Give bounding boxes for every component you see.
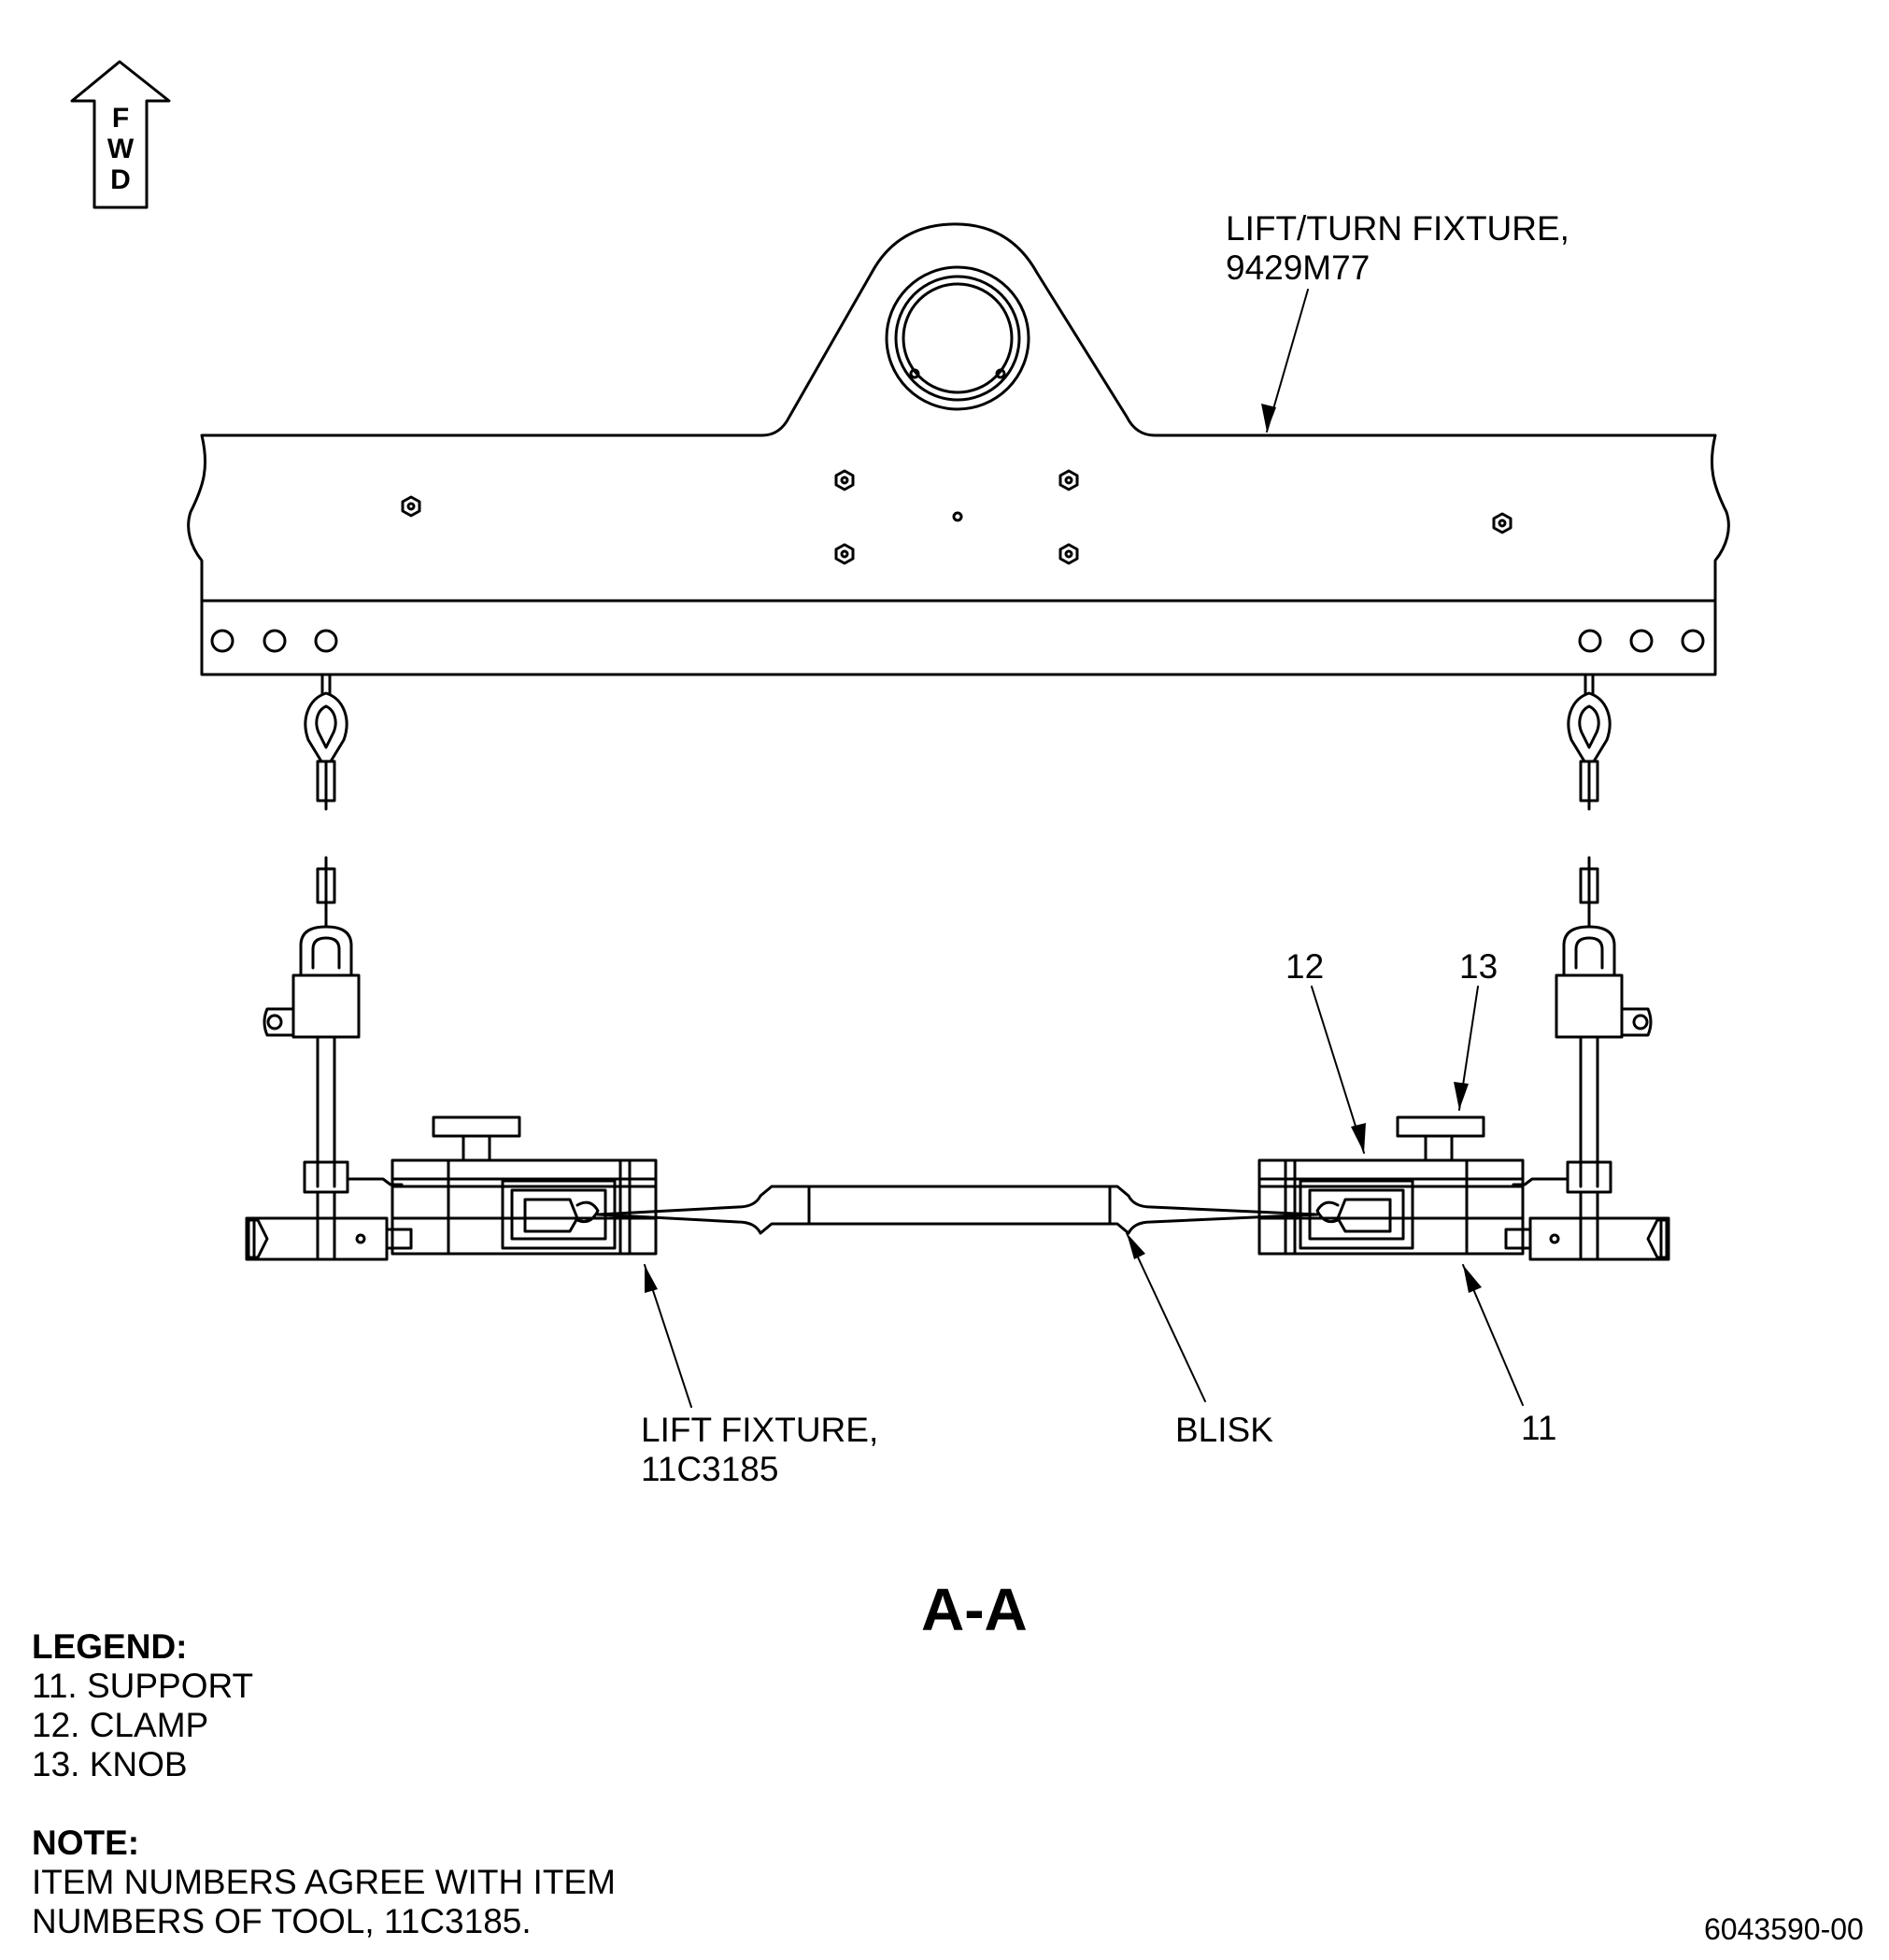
- left-sling-assembly: [245, 856, 413, 1261]
- note: NOTE: ITEM NUMBERS AGREE WITH ITEM NUMBE…: [32, 1824, 616, 1941]
- blisk-part: [596, 1185, 1319, 1235]
- lift-turn-fixture-line1: LIFT/TURN FIXTURE,: [1226, 209, 1569, 248]
- legend-item-12: 12. CLAMP: [32, 1706, 209, 1744]
- legend-item-11: 11. SUPPORT: [32, 1667, 254, 1705]
- legend-heading: LEGEND:: [32, 1627, 188, 1666]
- legend: LEGEND: 11. SUPPORT 12. CLAMP 13. KNOB: [32, 1627, 253, 1784]
- fwd-arrow-icon: [70, 60, 171, 209]
- blisk-label: BLISK: [1175, 1411, 1273, 1449]
- right-sling-assembly: [1504, 856, 1670, 1261]
- lift-fixture-line1: LIFT FIXTURE,: [641, 1411, 879, 1449]
- drawing-number: 6043590-00: [1704, 1912, 1864, 1946]
- lift-turn-fixture-line2: 9429M77: [1226, 249, 1371, 287]
- lift-fixture-line2: 11C3185: [641, 1450, 779, 1488]
- legend-item-13: 13. KNOB: [32, 1745, 188, 1783]
- item-13-callout: 13: [1459, 947, 1498, 986]
- right-lift-fixture-support: [1257, 1115, 1525, 1256]
- item-12-callout: 12: [1285, 947, 1325, 986]
- lift-fixture-label: LIFT FIXTURE, 11C3185: [641, 1411, 878, 1489]
- left-upper-hook: [304, 673, 348, 811]
- lift-turn-fixture-label: LIFT/TURN FIXTURE, 9429M77: [1226, 209, 1569, 288]
- lift-turn-fixture-beam: [187, 222, 1730, 676]
- fwd-letter-w: W: [107, 134, 135, 164]
- note-heading: NOTE:: [32, 1824, 140, 1862]
- item-11-callout: 11: [1521, 1409, 1557, 1447]
- note-line-1: ITEM NUMBERS AGREE WITH ITEM: [32, 1863, 616, 1901]
- fwd-letter-f: F: [111, 103, 130, 134]
- left-lift-fixture-support: [391, 1115, 658, 1256]
- right-upper-hook: [1567, 673, 1612, 811]
- note-line-2: NUMBERS OF TOOL, 11C3185.: [32, 1902, 532, 1940]
- section-view-title: A-A: [921, 1576, 1028, 1643]
- leader-arrowheads: [645, 404, 1482, 1293]
- fwd-letter-d: D: [110, 164, 131, 195]
